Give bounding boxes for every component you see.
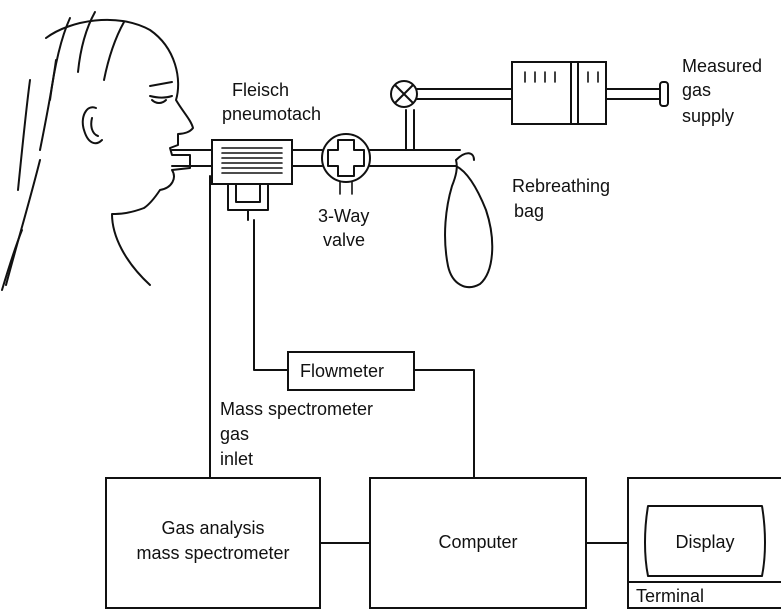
subject-head-illustration — [1, 11, 194, 291]
valve-to-bag-tube — [369, 149, 461, 167]
label-rebreathing-1: Rebreathing — [512, 176, 610, 196]
pneumotach-screen-lines — [221, 147, 283, 174]
valve-cross-passage — [327, 139, 365, 177]
three-way-valve — [321, 133, 371, 183]
label-valve-1: 3-Way — [318, 206, 369, 226]
label-measured-1: Measured — [682, 56, 762, 76]
supply-tube — [416, 88, 513, 100]
syringe-handle — [659, 81, 669, 107]
gas-supply-syringe — [511, 61, 607, 125]
pressure-port-inner — [235, 183, 261, 203]
supply-valve-cross — [394, 84, 414, 104]
fleisch-pneumotach-body — [211, 139, 293, 185]
label-flowmeter: Flowmeter — [300, 361, 384, 381]
pneumotach-to-valve-tube — [291, 149, 323, 167]
label-fleisch-2: pneumotach — [222, 104, 321, 124]
label-valve-2: valve — [323, 230, 365, 250]
syringe-plunger — [605, 88, 661, 100]
display-screen — [644, 505, 766, 577]
pressure-port-outer — [227, 183, 269, 211]
flowmeter-to-computer-line — [413, 369, 475, 479]
computer-box — [369, 477, 587, 609]
flowmeter-box — [287, 351, 415, 391]
signal-connections — [209, 175, 629, 544]
terminal-box — [627, 477, 781, 609]
breathing-circuit — [171, 61, 669, 289]
label-measured-3: supply — [682, 106, 734, 126]
label-rebreathing-2: bag — [514, 201, 544, 221]
label-gas-analysis-2: mass spectrometer — [136, 543, 289, 563]
label-inlet-3: inlet — [220, 449, 253, 469]
label-fleisch-1: Fleisch — [232, 80, 289, 100]
mouthpiece-tube — [171, 149, 213, 167]
rebreathing-bag — [444, 152, 494, 289]
label-display: Display — [675, 532, 734, 552]
valve-stem — [339, 181, 353, 195]
gas-analysis-box — [105, 477, 321, 609]
label-inlet-1: Mass spectrometer — [220, 399, 373, 419]
label-terminal: Terminal — [636, 586, 704, 606]
supply-branch-tube — [405, 109, 415, 151]
pneumotach-to-flowmeter-line — [253, 219, 289, 371]
label-inlet-2: gas — [220, 424, 249, 444]
label-computer: Computer — [438, 532, 517, 552]
label-measured-2: gas — [682, 80, 711, 100]
label-gas-analysis-1: Gas analysis — [161, 518, 264, 538]
terminal — [627, 477, 781, 609]
